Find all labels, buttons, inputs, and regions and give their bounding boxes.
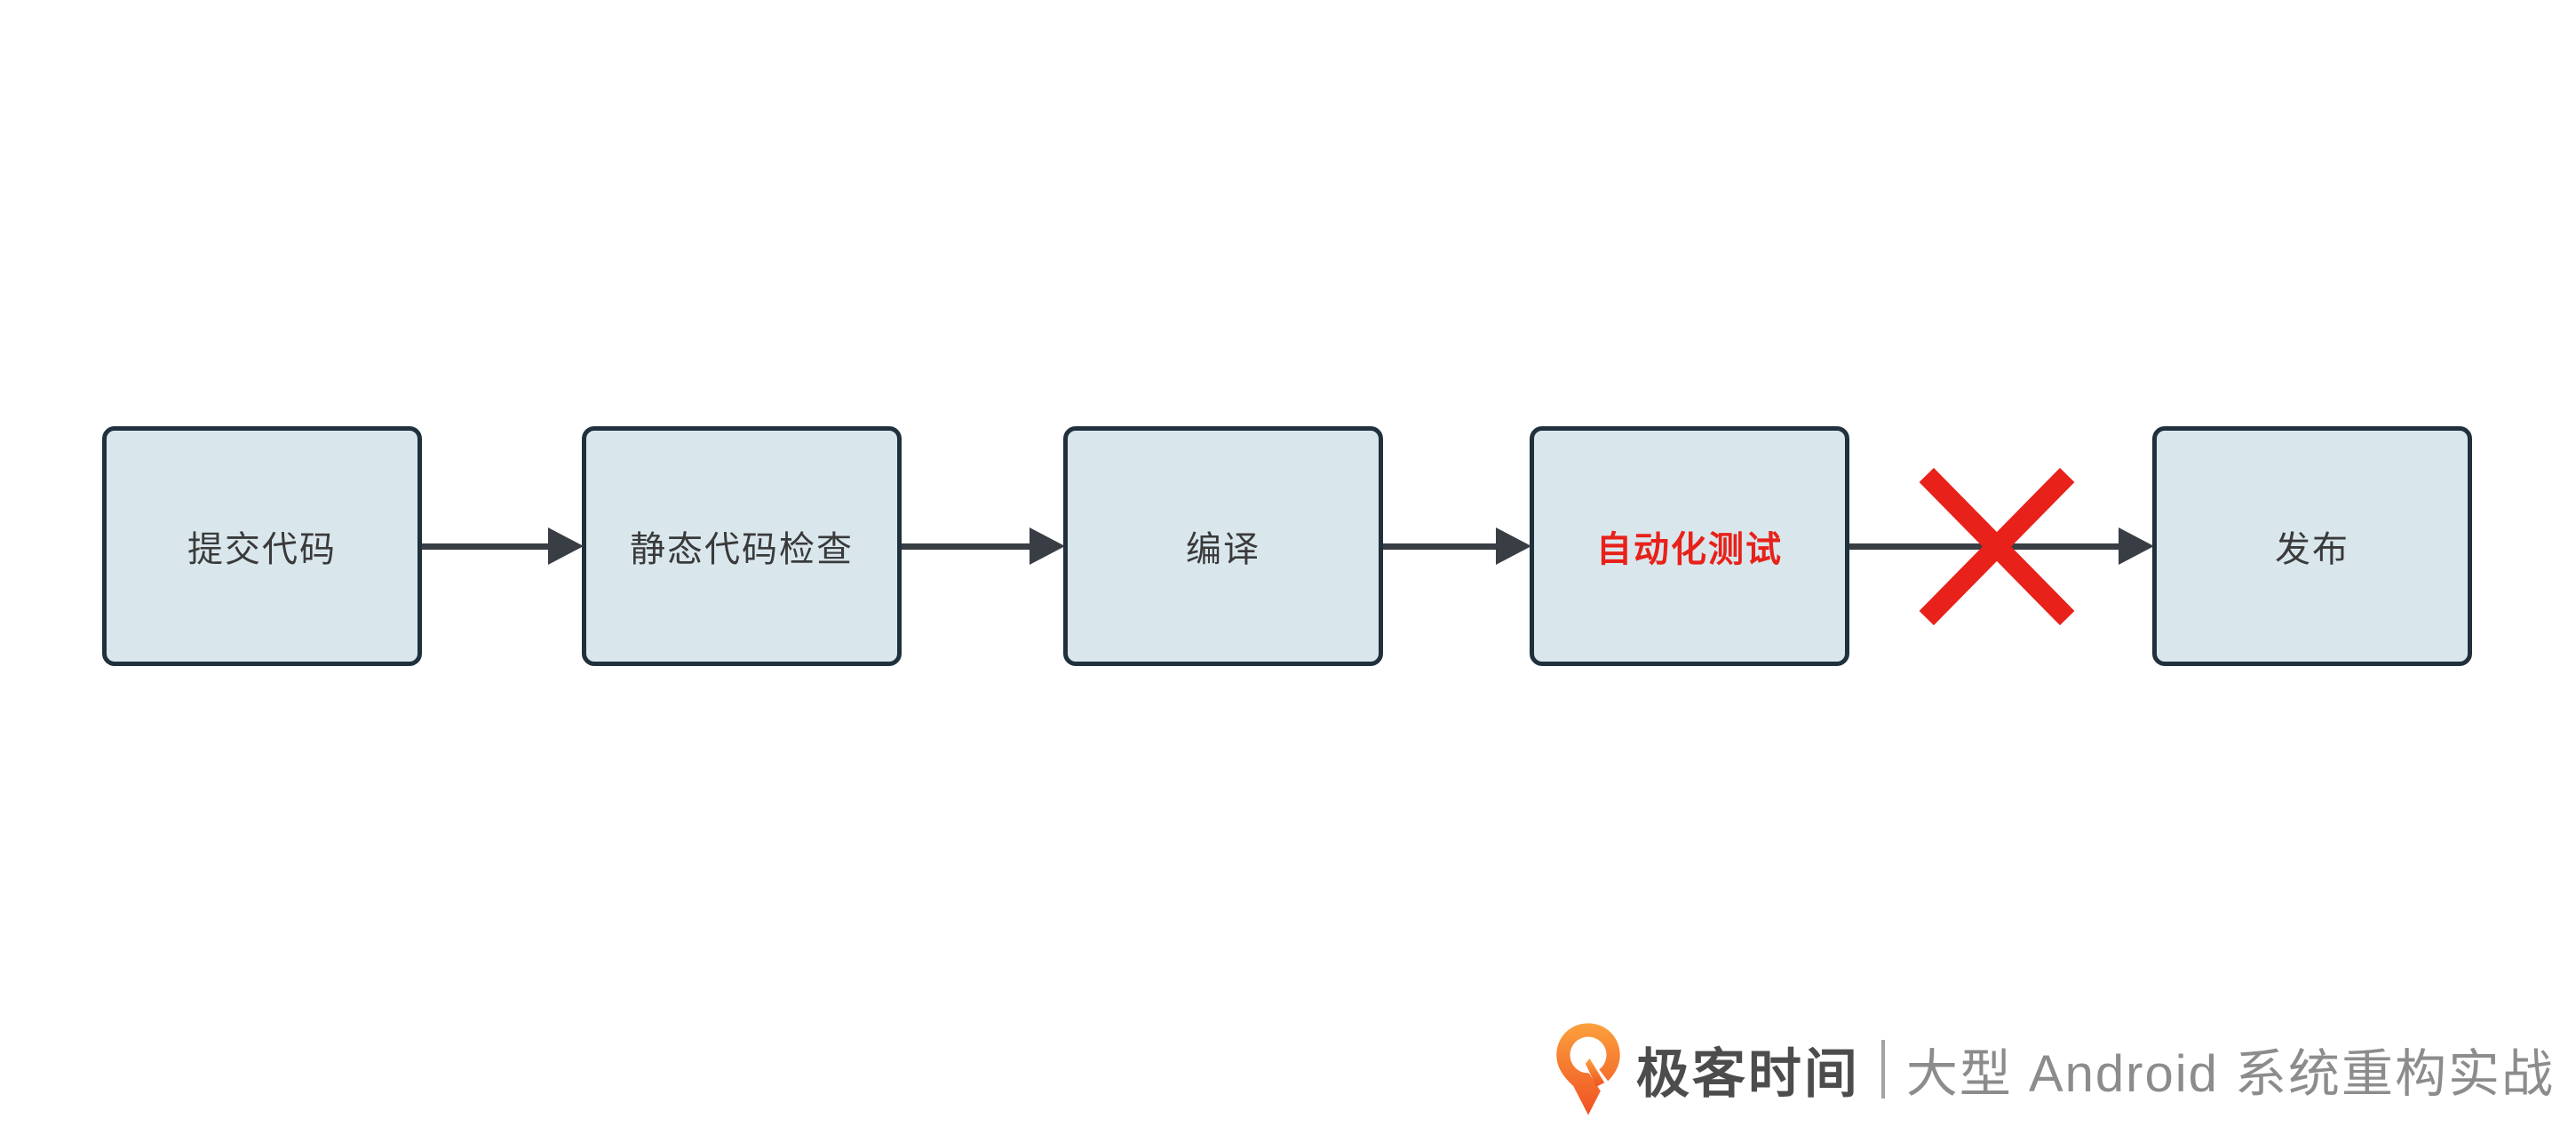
- geektime-logo-icon: [1556, 1023, 1620, 1115]
- node-label-static-code-check: 静态代码检查: [630, 530, 854, 569]
- footer-watermark: 极客时间 大型 Android 系统重构实战: [1554, 1019, 2555, 1119]
- arrow-line: [1383, 543, 1499, 550]
- arrow-line: [422, 543, 551, 550]
- arrow-head-icon: [1030, 527, 1065, 565]
- node-label-submit-code: 提交代码: [187, 530, 337, 569]
- arrow-head-icon: [1496, 527, 1531, 565]
- arrow-head-icon: [2119, 527, 2154, 565]
- flow-node-compile: 编译: [1063, 426, 1383, 666]
- node-label-automated-test: 自动化测试: [1596, 530, 1783, 569]
- flow-node-release: 发布: [2152, 426, 2472, 666]
- footer-brand: 极客时间: [1635, 1043, 1860, 1104]
- flow-node-automated-test: 自动化测试: [1530, 426, 1849, 666]
- node-label-release: 发布: [2275, 530, 2349, 569]
- footer-subtitle: 大型 Android 系统重构实战: [1905, 1045, 2555, 1103]
- footer-separator: [1880, 1040, 1885, 1098]
- node-label-compile: 编译: [1186, 530, 1260, 569]
- arrow-head-icon: [548, 527, 584, 565]
- blocked-cross-icon: [1919, 467, 2075, 626]
- flow-node-submit-code: 提交代码: [102, 426, 422, 666]
- arrow-line: [902, 543, 1032, 550]
- flow-node-static-code-check: 静态代码检查: [582, 426, 902, 666]
